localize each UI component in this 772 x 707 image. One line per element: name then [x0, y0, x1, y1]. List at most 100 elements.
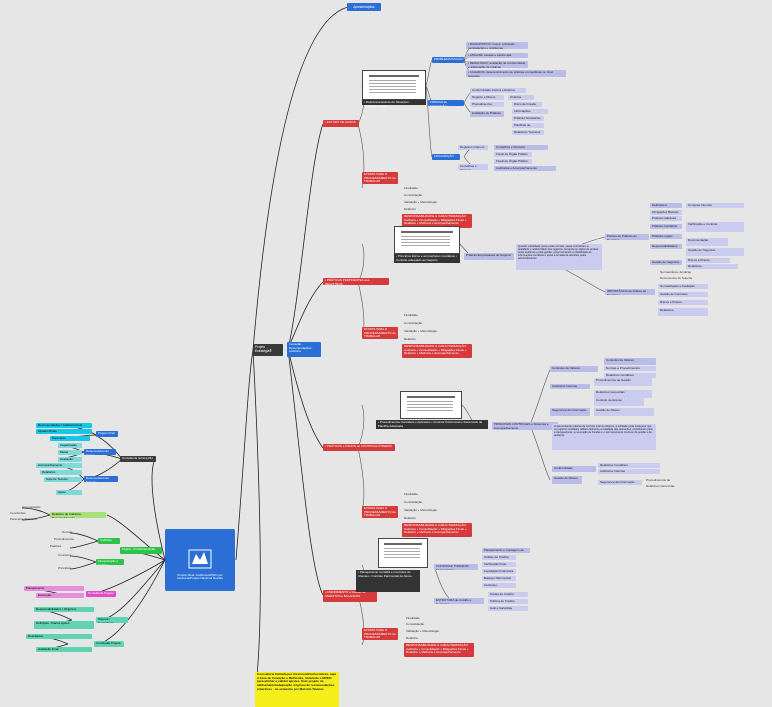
left-leaf[interactable]: Resultados — [26, 634, 92, 639]
s3-leaf[interactable]: Normas e Procedimentos — [604, 366, 656, 371]
s4-leaf[interactable]: Liquidação Financeira — [482, 569, 516, 574]
left-leaf[interactable]: Suporte Técnico — [44, 477, 82, 482]
left-leaf[interactable]: Ajustes Finais — [36, 429, 92, 434]
s1-leaf[interactable]: • RESULTADO: avaliação de conformidade e… — [466, 61, 528, 68]
s2-pill[interactable]: ETAPAS PARA O PROCESSAMENTO do TRABALHO — [362, 327, 398, 339]
s3-leaf[interactable]: Relatórios Contábeis — [604, 373, 656, 378]
s2-leaf[interactable]: Riscos e Prazos — [658, 300, 708, 305]
s2-leaf[interactable]: Política de Práticas de Negócios — [605, 234, 649, 240]
section-4-label[interactable]: • ATENDIMENTO e Gestão de CRÉDITOS e BAL… — [323, 590, 377, 602]
s4-leaf[interactable]: Planejamento e Contagem de Bens — [482, 548, 530, 553]
s3-leaf[interactable]: Gestão de Riscos — [594, 408, 654, 416]
s4-branch-2[interactable]: ESTRUTURA de Crédito e Controles — [434, 598, 484, 604]
s1-leaf[interactable]: Conselhos e Diretoria — [494, 145, 548, 150]
left-leaf[interactable]: Execução — [36, 593, 84, 598]
left-leaf[interactable]: Planejamento — [24, 586, 84, 591]
s4-leaf[interactable]: Aval e Garantias — [488, 606, 528, 611]
s4-leaf[interactable]: Análise de Crédito — [482, 555, 516, 560]
s4-leaf[interactable]: Controles Patrimoniais — [482, 583, 516, 588]
s1-leaf[interactable]: Informações Requeridas — [512, 109, 548, 114]
s1-branch-finalizacao[interactable]: FINALIZAÇÃO — [432, 154, 460, 160]
footer-note[interactable]: Consultoria Iniciada por Gestores/Interl… — [255, 672, 339, 707]
s2-leaf[interactable]: Obrigações Básicas — [650, 210, 682, 215]
s3-leaf[interactable]: Segurança da Informação — [550, 408, 590, 416]
s3-leaf[interactable]: Controles de Valores — [604, 358, 656, 365]
s1-leaf[interactable]: Práticas Societárias — [512, 116, 544, 121]
s2-branch[interactable]: Práticas Empresariais de Negócio — [464, 253, 514, 260]
s1-leaf[interactable]: Relatórios Técnicos — [512, 130, 544, 135]
s1-leaf[interactable]: Fiscal de Órgão Público — [494, 159, 532, 164]
s1-leaf[interactable]: • DIAGNÓSTICO: riscos, principais consta… — [466, 42, 528, 49]
s3-leaf[interactable]: Controles de Valores — [550, 366, 598, 372]
section-1-label[interactable]: • ESTUDO DE CASOS — [323, 120, 359, 127]
left-leaf[interactable]: Avaliação Final — [36, 647, 92, 652]
s3-leaf[interactable]: Controle de Acesso — [594, 398, 644, 406]
s2-leaf[interactable]: Compras Internas — [686, 203, 744, 208]
s2-leaf[interactable]: Responsabilidades — [650, 244, 682, 249]
s2-leaf[interactable]: Gestão de Negócios — [686, 248, 744, 256]
s3-pill-red[interactable]: RESPONSABILIDADE & CARACTERIZAÇÃO: Audit… — [402, 523, 472, 537]
s1-leaf[interactable]: Risco de Fraude — [512, 102, 542, 107]
s3-leaf[interactable]: Auditorias Internas — [598, 469, 660, 474]
s1-branch-formas[interactable]: FORMAS de EXECUÇÃO — [428, 100, 464, 106]
left-node-suporte[interactable]: Suporte / Consultoria — [96, 617, 128, 623]
s2-leaf[interactable]: Práticas Habituais — [650, 216, 682, 221]
s2-leaf[interactable]: Verificação e Controle — [686, 222, 744, 232]
center-node-project[interactable]: Projeto Estratégia® — [253, 344, 283, 356]
s1-leaf[interactable]: Procedimentos Técnicos — [470, 102, 504, 107]
s3-branch[interactable]: PRINCIPAIS CONTROLES e Sistemas e Acompa… — [492, 422, 558, 430]
s1-branch-problematizacao[interactable]: PROBLEMATIZAÇÃO — [432, 57, 464, 63]
left-sub[interactable]: Desenvolvimento Equipe — [84, 449, 116, 455]
s4-leaf[interactable]: Balanço Patrimonial — [482, 576, 516, 581]
left-node-consultoria[interactable]: Consultoria técnica RH — [120, 456, 156, 462]
left-sub[interactable]: Auditoria — [98, 538, 120, 544]
s1-pill[interactable]: ETAPAS PARA O PROCESSAMENTO do TRABALHO — [362, 172, 398, 184]
s4-leaf[interactable]: Cartas de Crédito — [488, 592, 528, 597]
s1-leaf[interactable]: • ACHADOS: desenvolvimento de práticas c… — [466, 70, 566, 77]
center-node-sub[interactable]: Inovação · Recomendações · Auditoria — [287, 342, 321, 357]
left-node-relatorio[interactable]: Relatório de Auditoria - Desenvolvimento — [50, 512, 106, 518]
left-leaf[interactable]: Responsabilidades / Objetivos — [34, 607, 94, 612]
apresentacao-node[interactable]: Apresentação● — [347, 3, 381, 11]
s2-leaf[interactable]: IMPORTÂNCIA da Prática de Negócios — [605, 289, 655, 295]
s2-leaf[interactable]: Relatórios — [658, 308, 708, 316]
s2-leaf[interactable]: Relatórios — [686, 264, 738, 269]
left-leaf[interactable]: Metas — [58, 450, 82, 455]
left-node-logica[interactable]: Lógica - Fundamentação — [120, 547, 162, 554]
s3-leaf[interactable]: Relatórios Gerenciais — [594, 390, 652, 398]
s3-leaf[interactable]: Relatórios Contábeis — [598, 463, 660, 468]
s4-leaf[interactable]: Verificação Final — [482, 562, 516, 567]
left-leaf[interactable]: Acompanhamento — [36, 463, 82, 468]
s2-leaf[interactable]: Práticas Contábeis — [650, 224, 682, 229]
s4-pill-red[interactable]: RESPONSABILIDADE & CARACTERIZAÇÃO: Audit… — [404, 643, 474, 657]
left-node-conclusao[interactable]: Conclusão Projeto — [94, 641, 124, 647]
s2-leaf[interactable]: Riscos e Prazos — [686, 258, 730, 263]
s3-leaf[interactable]: Conformidade — [552, 466, 596, 472]
left-leaf[interactable]: Avaliação — [58, 457, 82, 462]
s3-leaf[interactable]: Auditorias Internas — [550, 384, 590, 389]
s2-leaf[interactable]: Gestão de Controles — [658, 292, 708, 297]
s3-pill[interactable]: ETAPAS PARA O PROCESSAMENTO do TRABALHO — [362, 506, 398, 518]
s4-pill[interactable]: ETAPAS PARA O PROCESSAMENTO do TRABALHO — [362, 628, 398, 640]
left-sub[interactable]: Interpretação e Análise — [96, 559, 124, 565]
s1-leaf[interactable]: Planilhas de Controle — [512, 123, 544, 128]
left-node-consultoria-projeto[interactable]: Consultoria Projeto — [86, 591, 116, 597]
s1-leaf[interactable]: Negócio e Riscos — [470, 95, 504, 100]
left-leaf[interactable]: Apoio — [56, 490, 82, 495]
s3-leaf[interactable]: Segurança da Informação — [598, 480, 642, 485]
s2-leaf[interactable]: Definição e Conceitos — [650, 203, 682, 208]
s2-leaf[interactable]: Gestão de Negócios — [650, 260, 682, 265]
left-leaf[interactable]: Capacitação — [58, 443, 82, 448]
s3-leaf[interactable]: Procedimentos de Gestão — [594, 378, 652, 386]
s1-leaf[interactable]: Conformidade Interna e Externa — [470, 88, 526, 93]
s2-leaf[interactable]: Documentação — [686, 238, 728, 246]
left-leaf[interactable]: Definição - Planos Ações — [34, 621, 94, 629]
s1-leaf[interactable]: Conselhos e Diretoria — [458, 164, 488, 170]
s1-pill-red[interactable]: RESPONSABILIDADE & CARACTERIZAÇÃO: Audit… — [402, 214, 472, 228]
s1-leaf[interactable]: • ANÁLISE: causas e efeitos das irregula… — [466, 53, 528, 58]
section-3-label[interactable]: • PRÁTICAS e DADOS do CONTROLE INTERNO — [323, 444, 395, 451]
left-sub[interactable]: Desenvolvimento Suporte — [84, 476, 118, 482]
left-leaf[interactable]: Relatórios — [40, 470, 82, 475]
s1-leaf[interactable]: Fiscal de Órgão Público — [494, 152, 532, 157]
s1-leaf[interactable]: Registros Internos de Gestão — [458, 145, 488, 150]
